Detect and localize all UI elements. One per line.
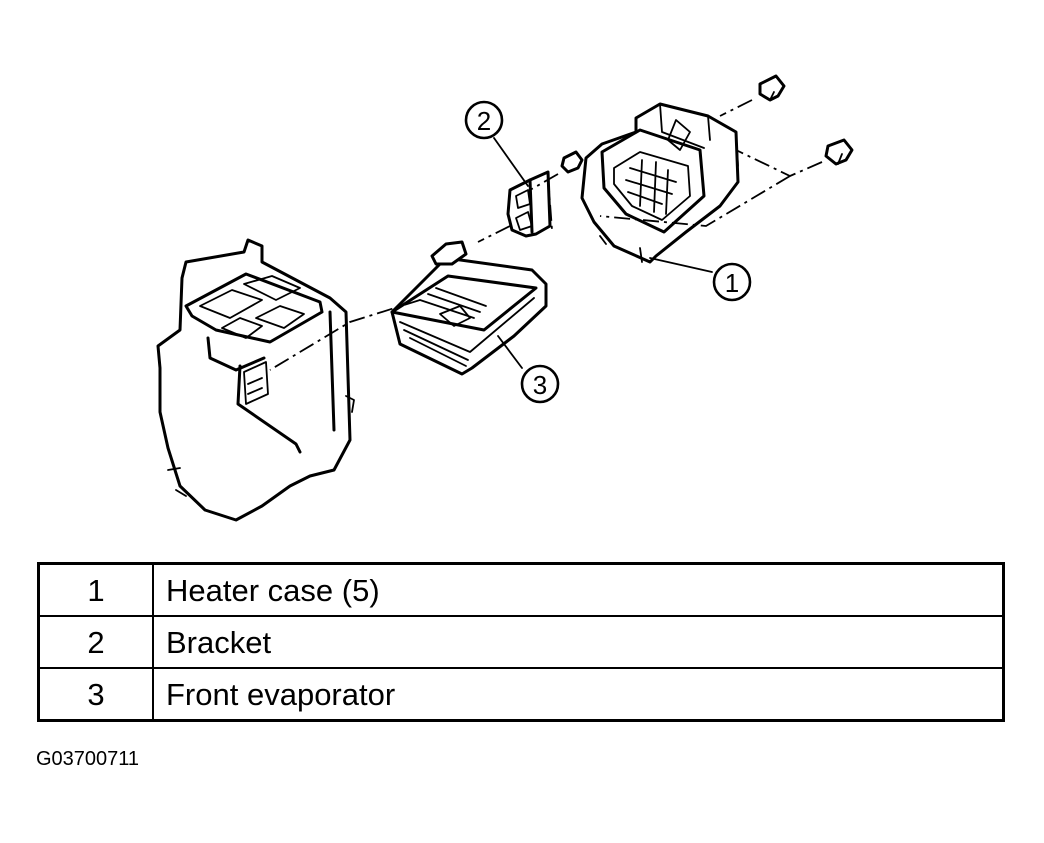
assembly-lines [269,99,823,371]
screw-icon [560,150,584,174]
evaporator-housing [156,238,355,522]
figure-id: G03700711 [36,748,140,770]
part-number: 3 [37,667,154,722]
screw-icon [758,74,786,102]
callout-3-number: 3 [533,370,547,400]
table-row: 3 Front evaporator [37,667,1005,722]
callout-1: 1 [712,262,752,302]
part-label: Front evaporator [152,667,1005,722]
callout-3: 3 [520,364,560,404]
part-number: 2 [37,615,154,669]
part-label: Bracket [152,615,1005,669]
table-row: 2 Bracket [37,615,1005,669]
table-row: 1 Heater case (5) [37,562,1005,617]
part-label: Heater case (5) [152,562,1005,617]
exploded-parts-drawing: 1 2 3 [156,74,854,522]
screw-icon [824,138,854,166]
parts-legend-table: 1 Heater case (5) 2 Bracket 3 Front evap… [37,562,1005,722]
heater-case [580,102,740,264]
leader-line-1 [649,257,713,273]
callout-2: 2 [464,100,504,140]
leader-line-3 [497,335,523,369]
front-evaporator-core [390,240,548,376]
bracket [506,170,552,238]
part-number: 1 [37,562,154,617]
callout-1-number: 1 [725,268,739,298]
callout-2-number: 2 [477,106,491,136]
leader-line-2 [493,137,529,187]
